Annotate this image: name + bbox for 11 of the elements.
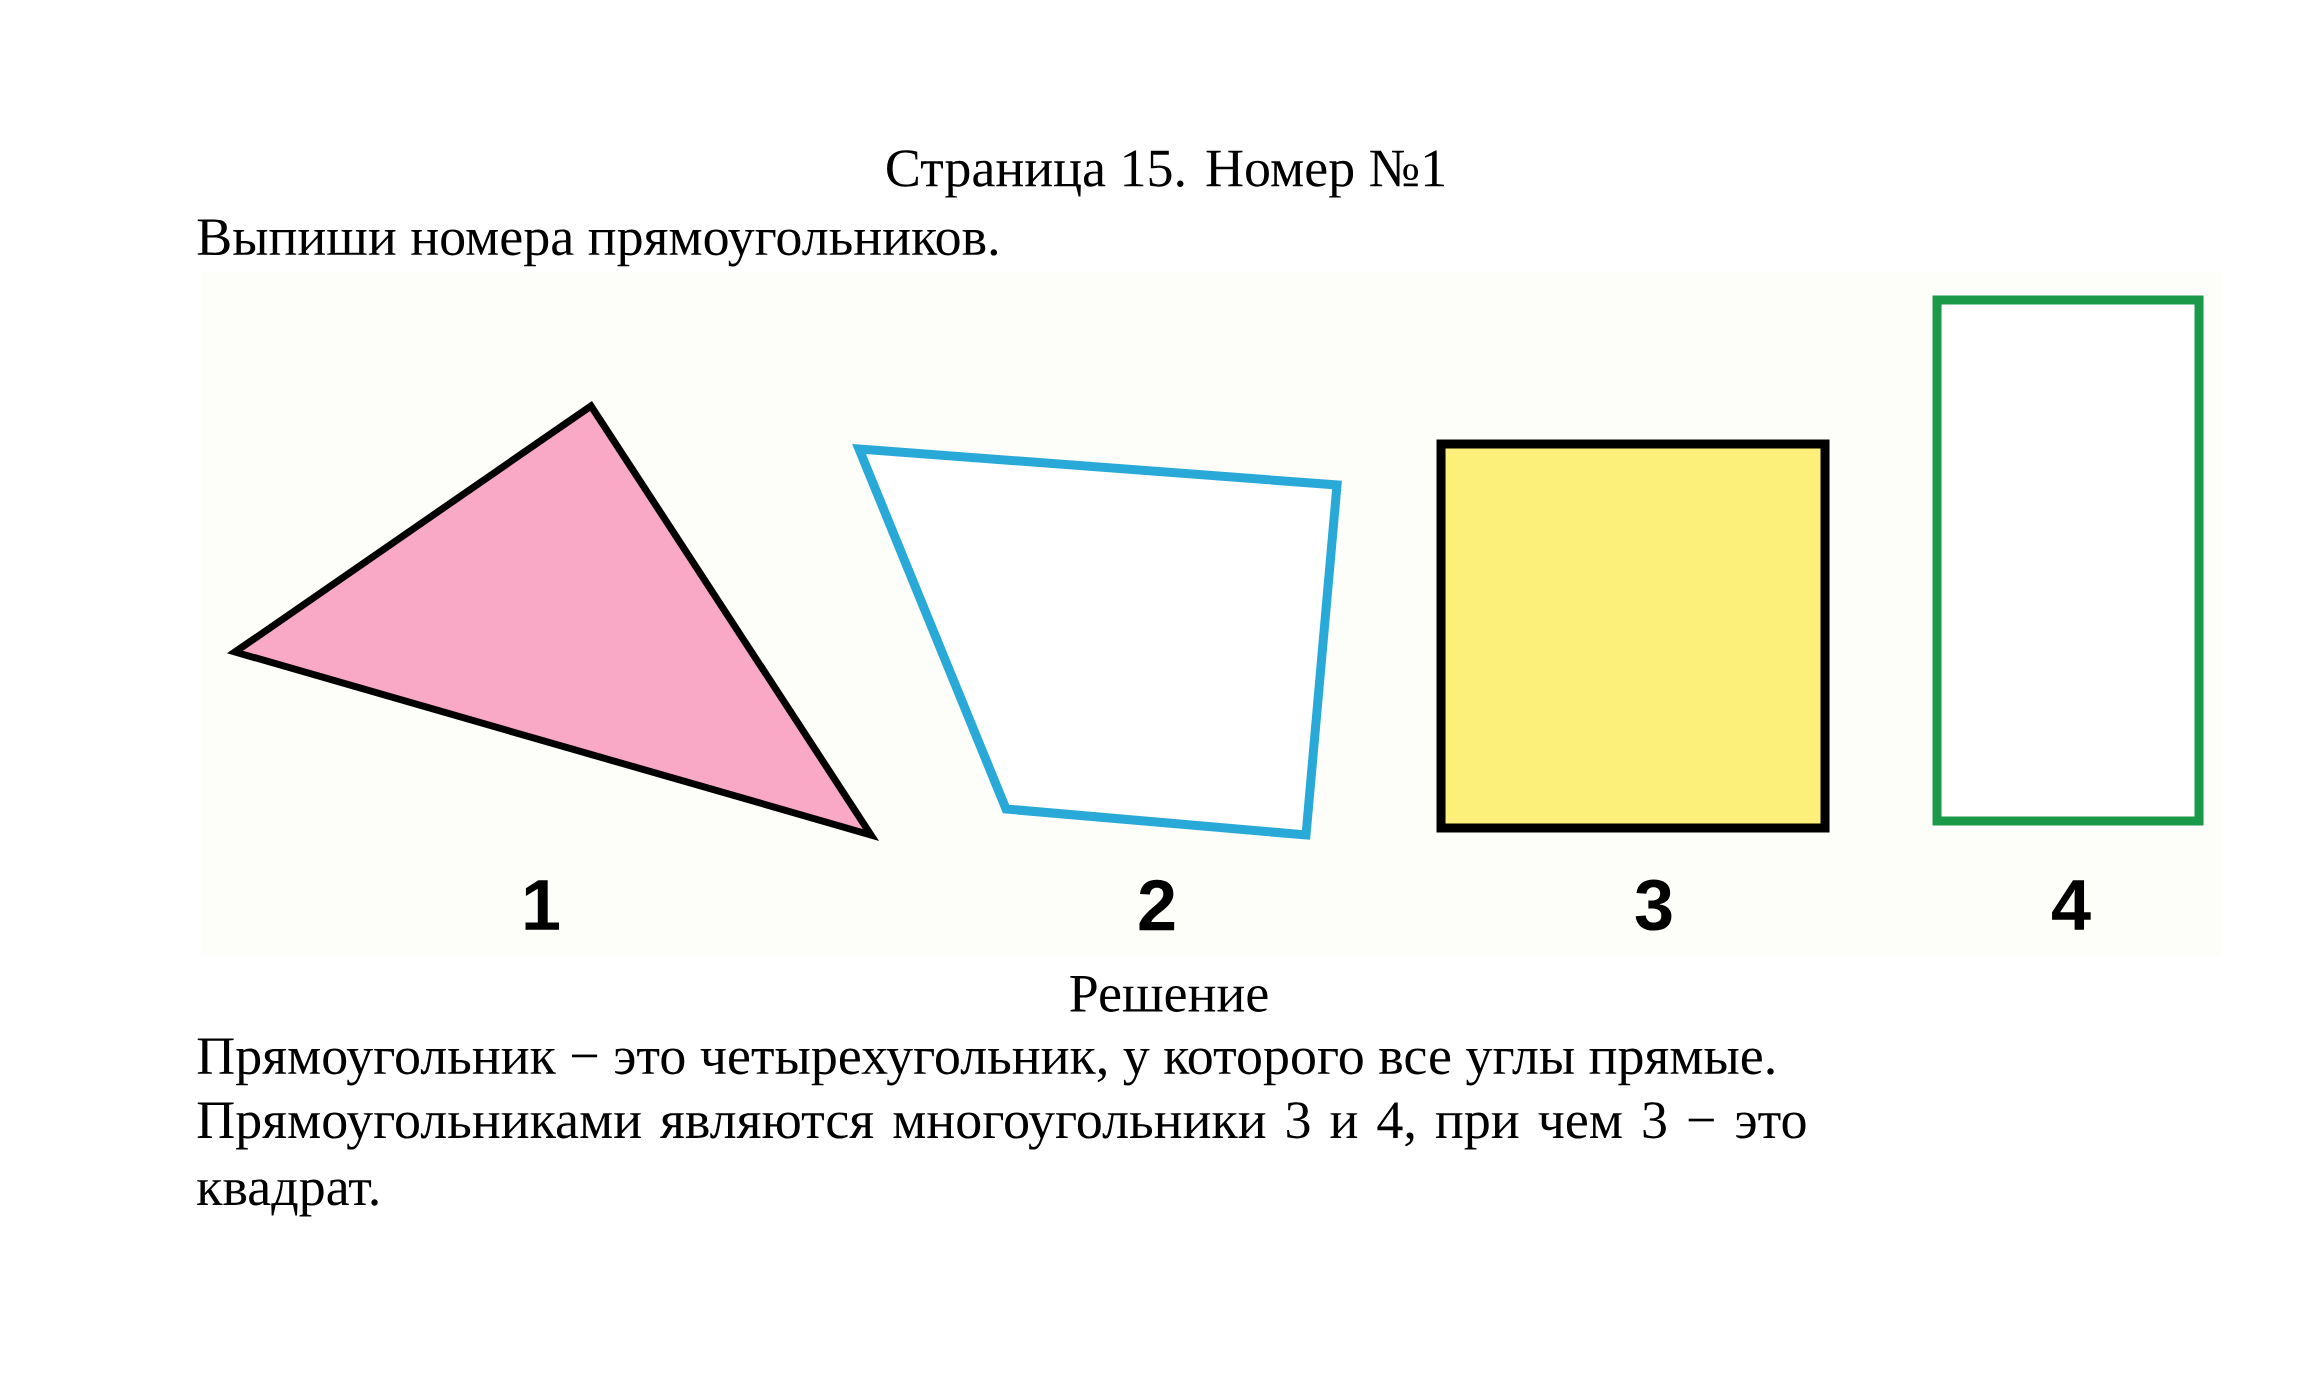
title: Страница 15. Номер №1: [887, 150, 1444, 198]
answer-text: Прямоугольник − это четырехугольник, у которого все углы прямые.: [197, 1038, 1774, 1086]
shape-number: 3: [1635, 879, 1672, 931]
answer-text: Прямоугольниками являются многоугольники 3 и 4, при чем 3 − это квадрат.: [197, 1102, 1806, 1217]
square-drawing: [1436, 439, 1830, 833]
shape-number: 1: [525, 880, 560, 930]
heading: Решение: [1070, 976, 1268, 1012]
rectangle-drawing: [1932, 295, 2204, 826]
shape-number: 2: [1139, 879, 1175, 931]
task-text: Выпиши номера прямоугольников.: [197, 219, 998, 267]
shape-number: 4: [2052, 880, 2091, 930]
